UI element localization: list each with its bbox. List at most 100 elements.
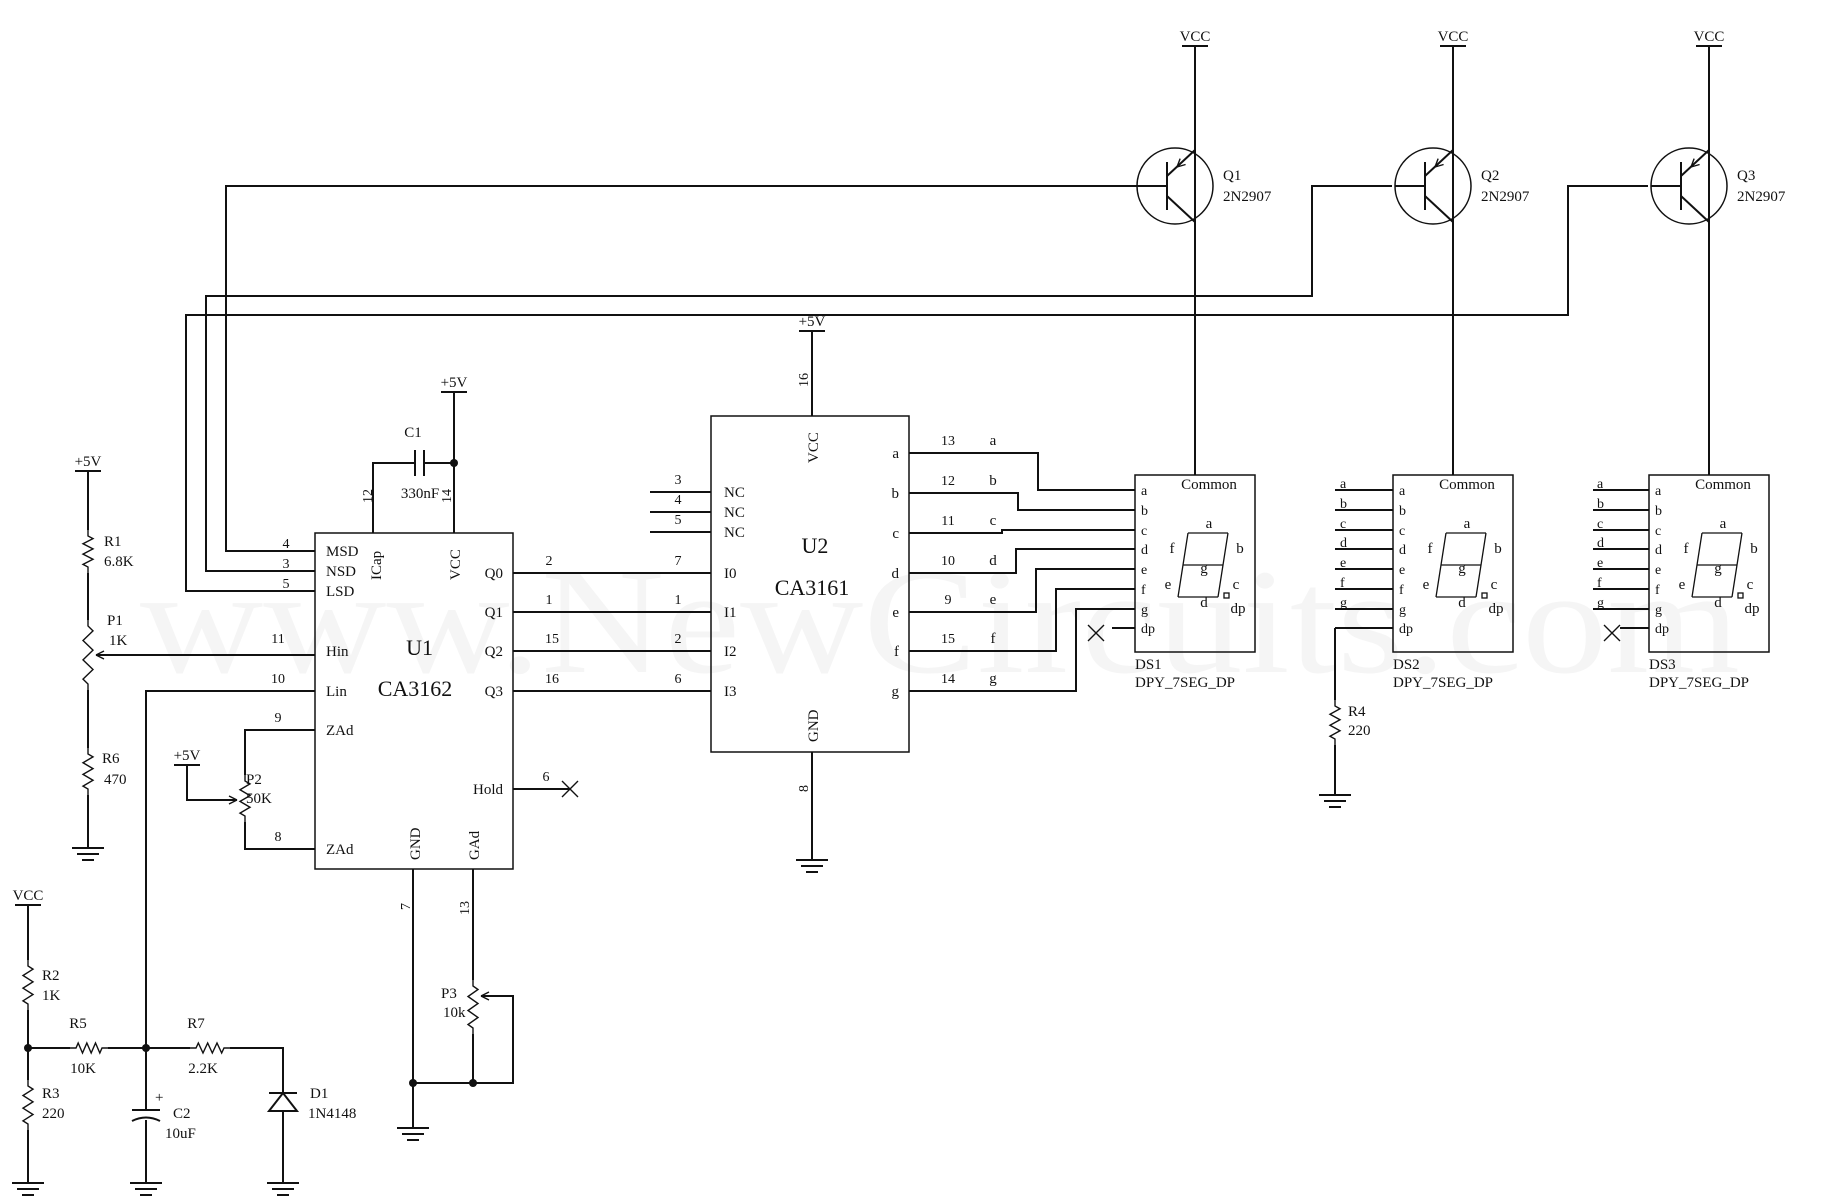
- u1-pin-q0: Q0: [485, 566, 503, 582]
- q3-emitter-lead: [1680, 149, 1710, 177]
- q3-ref: Q3: [1737, 168, 1755, 184]
- ds2-seg-label-5: f: [1428, 541, 1433, 557]
- ds2-seg-label-4: e: [1423, 577, 1430, 593]
- r1-ref: R1: [104, 534, 122, 550]
- u1-pin-icap-num: 12: [361, 489, 376, 503]
- u2-output-num-0: 13: [941, 434, 955, 449]
- p3-wiper-loop: [472, 995, 514, 1084]
- c1-left-wire: [372, 462, 415, 533]
- u1-pin-lin-num: 10: [271, 672, 285, 687]
- ds3-pin-c: c: [1655, 524, 1661, 539]
- ds2-seg-label-7: dp: [1489, 601, 1504, 617]
- u2-input-num-2: 2: [675, 632, 682, 647]
- ds2-pin-d: d: [1399, 543, 1406, 558]
- ds2-net-e: e: [1340, 556, 1346, 571]
- d1-value: 1N4148: [308, 1106, 356, 1122]
- u2-output-6: g: [892, 684, 900, 700]
- u2-net-label-0: a: [990, 433, 997, 449]
- lsd-drive-wire: [185, 185, 1648, 592]
- r3-ref: R3: [42, 1086, 60, 1102]
- ds3-pin-d: d: [1655, 543, 1662, 558]
- p2-potentiometer: [238, 775, 252, 822]
- ds1-pin-a: a: [1141, 484, 1148, 499]
- u1-pin-q3-num: 16: [545, 672, 559, 687]
- u2-input-0: I0: [724, 566, 737, 582]
- p1-value: 1K: [109, 633, 128, 649]
- u2-output-5: f: [894, 644, 899, 660]
- ds3-net-c: c: [1597, 517, 1603, 532]
- u1-pin-msd-num: 4: [283, 537, 290, 552]
- u2-input-1: I1: [724, 605, 737, 621]
- u2-output-0: a: [892, 446, 899, 462]
- ds3-seg-label-4: e: [1679, 577, 1686, 593]
- ground-symbol: [72, 844, 104, 861]
- u1-pin-lsd-num: 5: [283, 577, 290, 592]
- u2-nc-num-1: 3: [675, 473, 682, 488]
- u2-output-num-1: 12: [941, 474, 955, 489]
- c1-right-wire: [424, 392, 455, 464]
- p3-ref: P3: [441, 986, 457, 1002]
- c2-ref: C2: [173, 1106, 191, 1122]
- msd-drive-wire: [225, 185, 1137, 552]
- ds1-pin-c: c: [1141, 524, 1147, 539]
- u1-pin-msd: MSD: [326, 544, 359, 560]
- ds1-pin-e: e: [1141, 563, 1147, 578]
- ground-symbol: [397, 1124, 429, 1141]
- ds1-seg-label-3: d: [1200, 595, 1208, 611]
- u2-input-3: I3: [724, 684, 737, 700]
- r2-ref: R2: [42, 968, 60, 984]
- junction-dot: [142, 1044, 150, 1052]
- seg-wire-6: [909, 608, 1135, 692]
- u2-nc-label-1: NC: [724, 485, 745, 501]
- r7-ref: R7: [187, 1016, 205, 1032]
- u1-pin-hin-num: 11: [271, 632, 284, 647]
- u2-net-label-2: c: [990, 513, 997, 529]
- ds1-pin-f: f: [1141, 583, 1146, 598]
- ds3-pin-g: g: [1655, 603, 1662, 618]
- u2-output-num-2: 11: [941, 514, 954, 529]
- ds2-seg-label-0: a: [1464, 516, 1471, 532]
- ds3-dp-glyph: [1737, 592, 1744, 599]
- u1-pin-q3: Q3: [485, 684, 503, 700]
- ds2-pin-c: c: [1399, 524, 1405, 539]
- ds2-net-d: d: [1340, 536, 1347, 551]
- ds2-part: DPY_7SEG_DP: [1393, 675, 1493, 691]
- ds1-seg-label-2: c: [1233, 577, 1240, 593]
- ds1-pin-g: g: [1141, 603, 1148, 618]
- p3-potentiometer: [466, 980, 480, 1034]
- r2-resistor: [21, 960, 35, 1010]
- ds2-pin-a: a: [1399, 484, 1406, 499]
- ds2-seg-label-3: d: [1458, 595, 1466, 611]
- c2-capacitor-symbol: [131, 1109, 161, 1122]
- ds2-seg-label-2: c: [1491, 577, 1498, 593]
- u1-pin-zad1: ZAd: [326, 723, 354, 739]
- seg-wire-2: [909, 529, 1135, 534]
- u2-output-num-6: 14: [941, 672, 955, 687]
- u1-pin-zad1-num: 9: [275, 711, 282, 726]
- ds2-display-body: [1392, 474, 1514, 653]
- ds3-seg-label-0: a: [1720, 516, 1727, 532]
- ds3-seg-label-6: g: [1714, 561, 1722, 577]
- d1-ref: D1: [310, 1086, 328, 1102]
- seg-wire-3: [909, 548, 1135, 574]
- u1-pin-q1: Q1: [485, 605, 503, 621]
- r7-resistor: [190, 1041, 230, 1055]
- ds2-dp-glyph: [1481, 592, 1488, 599]
- u2-nc-num-2: 4: [675, 493, 682, 508]
- u2-ref: U2: [802, 533, 829, 558]
- u1-pin-gad-num: 13: [458, 901, 473, 915]
- r7-value: 2.2K: [188, 1061, 218, 1077]
- u1-pin-nsd-num: 3: [283, 557, 290, 572]
- plus5v-label-u1: +5V: [441, 375, 468, 391]
- seg-wire-4: [909, 568, 1135, 613]
- q2-part: 2N2907: [1481, 189, 1530, 205]
- seg-wire-5: [909, 588, 1135, 652]
- ds3-seg-label-1: b: [1750, 541, 1758, 557]
- u2-net-label-4: e: [990, 592, 997, 608]
- u1-pin-vcc: VCC: [448, 549, 464, 580]
- u2-input-2: I2: [724, 644, 737, 660]
- u1-pin-lin: Lin: [326, 684, 347, 700]
- plus5v-label-r1: +5V: [75, 454, 102, 470]
- p2-value: 50K: [246, 791, 272, 807]
- q2-emitter-lead: [1424, 149, 1454, 177]
